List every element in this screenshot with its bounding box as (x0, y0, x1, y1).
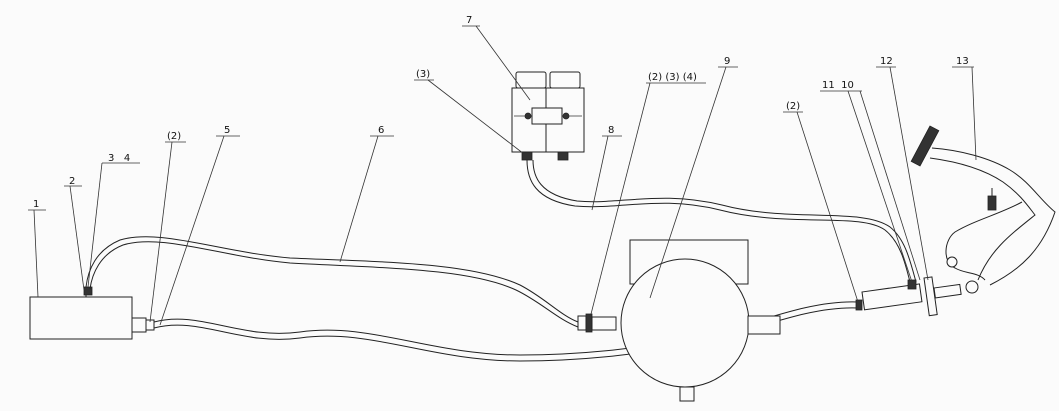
clutch-pedal (910, 125, 1056, 286)
label-13: 13 (956, 56, 969, 67)
label-p2-right: (2) (786, 101, 800, 112)
label-1: 1 (33, 199, 39, 210)
label-p2-left: (2) (167, 131, 181, 142)
leader-lines (28, 25, 977, 326)
hose-6 (85, 236, 579, 328)
label-p3: (3) (416, 69, 430, 80)
label-2: 2 (69, 176, 75, 187)
master-cylinder (855, 276, 979, 317)
label-p234: (2) (3) (4) (648, 72, 697, 83)
label-8: 8 (608, 125, 614, 136)
reservoir-tank (29, 286, 155, 340)
twin-valve (511, 71, 585, 161)
label-3-4: 3 4 (108, 153, 130, 164)
label-9: 9 (724, 56, 730, 67)
label-7: 7 (466, 15, 472, 26)
label-6: 6 (378, 125, 384, 136)
label-12: 12 (880, 56, 893, 67)
label-5: 5 (224, 125, 230, 136)
label-11-10: 11 10 (822, 80, 854, 91)
hose-8 (526, 159, 917, 283)
fitting-9-inlet (577, 313, 617, 333)
booster-unit (620, 239, 781, 402)
